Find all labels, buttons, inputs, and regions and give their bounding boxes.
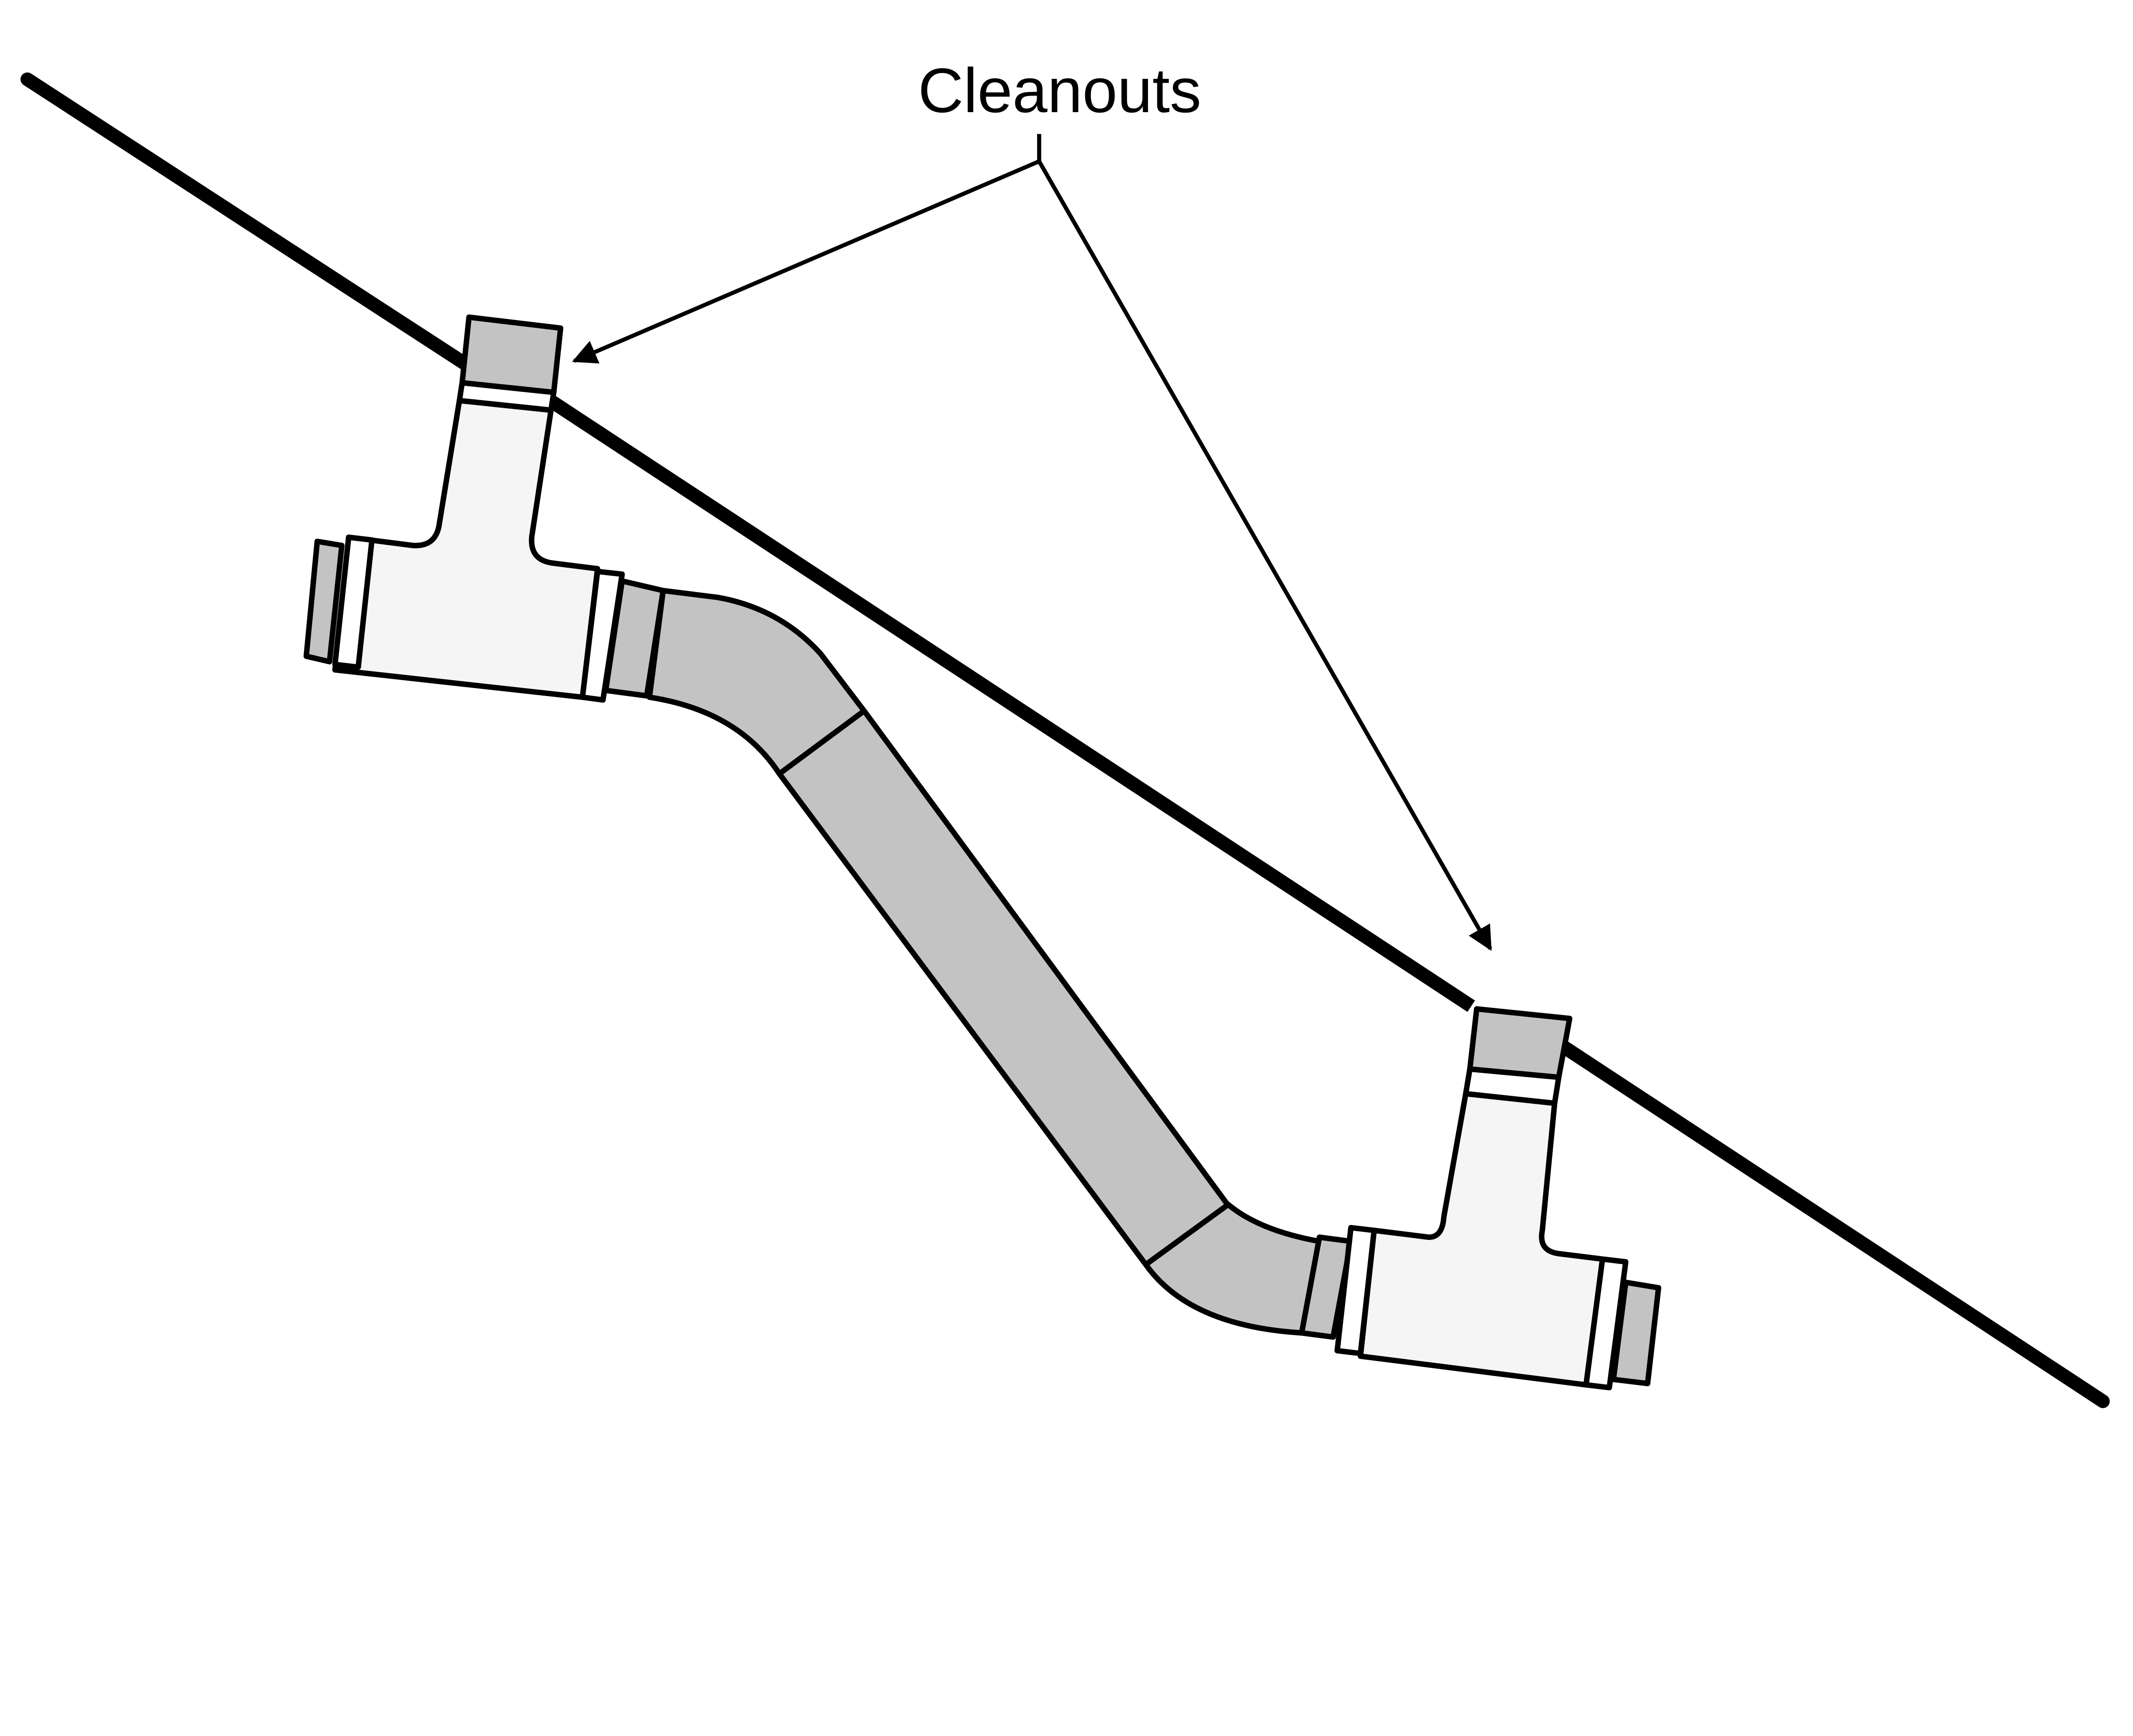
lower-right-plug — [1610, 1279, 1662, 1386]
cleanout-diagram: Cleanouts — [20, 56, 2110, 1408]
upper-coupling — [603, 578, 666, 699]
arrow-to-lower-cleanout — [1037, 160, 1492, 951]
grade-line — [20, 72, 2110, 1408]
sloped-pipe — [647, 588, 1322, 1336]
leader-lines — [572, 134, 1492, 951]
cleanouts-label: Cleanouts — [918, 56, 1201, 126]
upper-cleanout-cap — [459, 314, 564, 395]
lower-coupling — [1299, 1234, 1354, 1340]
lower-cleanout-cap — [1467, 1006, 1572, 1080]
upper-left-plug — [303, 538, 345, 665]
upper-cleanout-tee — [303, 314, 666, 703]
arrow-to-upper-cleanout — [572, 159, 1040, 364]
lower-cleanout-tee — [1299, 1006, 1662, 1391]
